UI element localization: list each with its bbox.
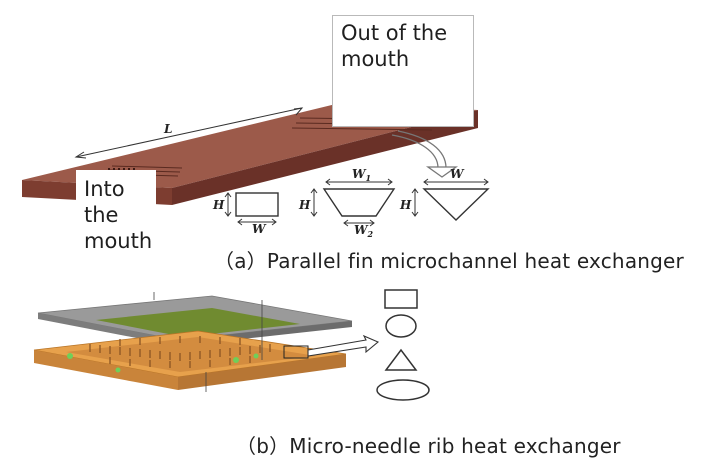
flow-markers bbox=[67, 353, 259, 373]
trap-bottom-width-label: W2 bbox=[354, 223, 373, 239]
inlet-label-line3: mouth bbox=[84, 229, 153, 253]
rect-width-label: W bbox=[252, 222, 267, 236]
rectangle-cross-section bbox=[224, 192, 279, 226]
trapezoid-cross-section bbox=[310, 178, 396, 227]
triangle-cross-section bbox=[411, 178, 490, 221]
tri-height-label: H bbox=[399, 198, 412, 212]
caption-b: （b）Micro-needle rib heat exchanger bbox=[236, 434, 621, 458]
rectangle-icon bbox=[384, 289, 418, 309]
channel-side-face bbox=[172, 110, 478, 205]
pin-fins bbox=[89, 336, 271, 368]
rect-height-label: H bbox=[212, 198, 225, 212]
outlet-flow-arrow bbox=[391, 130, 459, 178]
inlet-label-line1: Into bbox=[84, 177, 125, 201]
inlet-label: Into the mouth bbox=[76, 170, 156, 266]
trap-top-width-label: W1 bbox=[352, 167, 371, 183]
green-layer bbox=[96, 308, 300, 337]
detail-arrow bbox=[307, 334, 380, 357]
triangle-icon bbox=[384, 348, 418, 371]
outlet-label: Out of the mouth bbox=[332, 15, 474, 127]
pin-fin-assembly bbox=[33, 292, 380, 392]
inlet-label-line2: the bbox=[84, 203, 119, 227]
outlet-label-line1: Out of the bbox=[341, 21, 448, 45]
ellipse-icon bbox=[376, 379, 430, 401]
outlet-label-line2: mouth bbox=[341, 47, 410, 71]
tri-width-label: W bbox=[450, 167, 465, 181]
shape-legend bbox=[376, 289, 430, 401]
circle-icon bbox=[385, 314, 417, 338]
length-label: L bbox=[163, 122, 172, 136]
caption-a: （a）Parallel fin microchannel heat exchan… bbox=[214, 249, 684, 273]
trap-height-label: H bbox=[298, 198, 311, 212]
length-dimension bbox=[74, 107, 304, 159]
